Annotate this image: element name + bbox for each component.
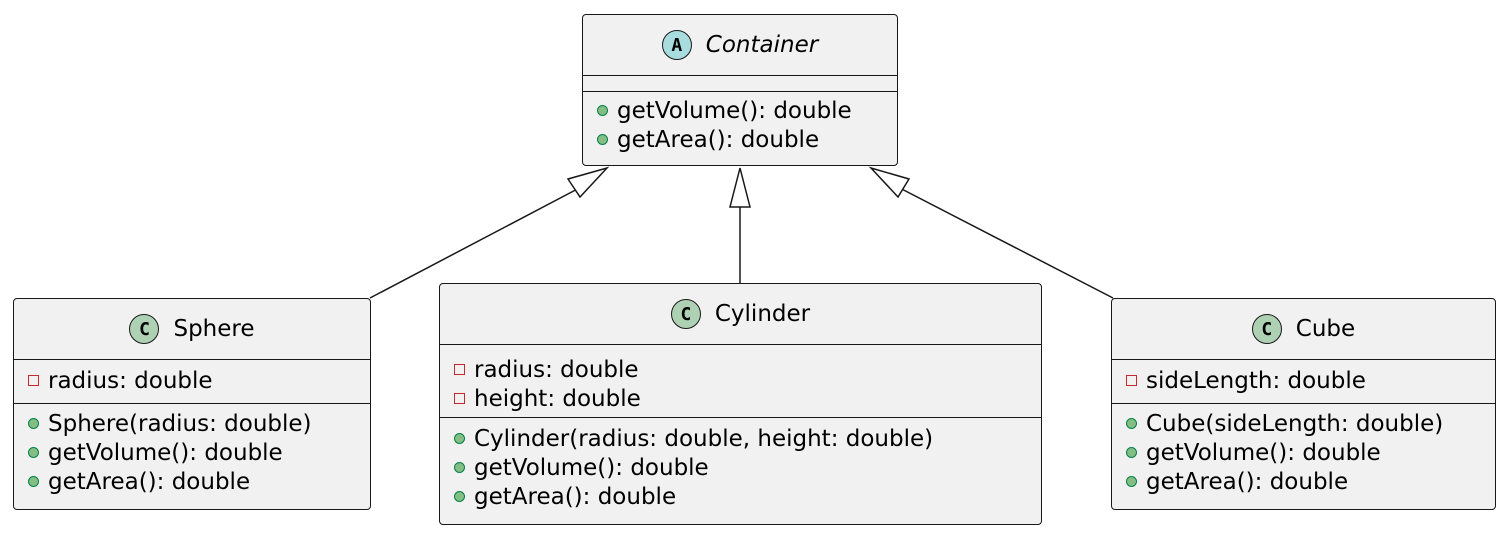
method-text: Cylinder(radius: double, height: double) bbox=[474, 425, 934, 452]
class-badge: C bbox=[670, 299, 701, 329]
arrowhead-sphere bbox=[566, 166, 610, 199]
method-text: Cube(sideLength: double) bbox=[1146, 410, 1444, 437]
edge-sphere-container bbox=[369, 184, 586, 299]
arrowhead-cylinder bbox=[729, 167, 751, 208]
method-text: getArea(): double bbox=[474, 483, 677, 510]
class-name: Cube bbox=[1295, 315, 1356, 342]
class-header: C Cylinder bbox=[440, 284, 1041, 345]
class-badge: C bbox=[129, 314, 160, 344]
method-row: Cube(sideLength: double) bbox=[1126, 409, 1495, 438]
public-method-icon bbox=[1126, 418, 1137, 429]
methods-compartment: getVolume(): double getArea(): double bbox=[583, 92, 897, 154]
field-text: height: double bbox=[474, 385, 641, 412]
public-method-icon bbox=[454, 462, 465, 473]
edge-cube-container bbox=[891, 183, 1114, 299]
method-text: getVolume(): double bbox=[617, 97, 852, 124]
class-cylinder[interactable]: C Cylinder radius: double height: double… bbox=[439, 283, 1042, 525]
method-row: getVolume(): double bbox=[28, 438, 370, 467]
method-row: getVolume(): double bbox=[1126, 438, 1495, 467]
field-row: height: double bbox=[454, 384, 1041, 413]
private-field-icon bbox=[454, 393, 465, 404]
class-cube[interactable]: C Cube sideLength: double Cube(sideLengt… bbox=[1111, 298, 1496, 510]
method-row: getVolume(): double bbox=[597, 96, 897, 125]
method-text: getArea(): double bbox=[48, 468, 251, 495]
fields-compartment: sideLength: double bbox=[1112, 360, 1495, 404]
method-text: getVolume(): double bbox=[1146, 439, 1381, 466]
method-row: getArea(): double bbox=[454, 482, 1041, 511]
field-text: radius: double bbox=[474, 356, 639, 383]
public-method-icon bbox=[1126, 476, 1137, 487]
public-method-icon bbox=[1126, 447, 1137, 458]
method-text: getVolume(): double bbox=[48, 439, 283, 466]
method-text: getVolume(): double bbox=[474, 454, 709, 481]
class-name: Container bbox=[705, 31, 819, 58]
method-row: Cylinder(radius: double, height: double) bbox=[454, 424, 1041, 453]
public-method-icon bbox=[28, 447, 39, 458]
arrowhead-cube bbox=[868, 166, 911, 199]
methods-compartment: Cylinder(radius: double, height: double)… bbox=[440, 418, 1041, 511]
class-name: Sphere bbox=[173, 315, 255, 342]
method-row: Sphere(radius: double) bbox=[28, 409, 370, 438]
private-field-icon bbox=[1126, 375, 1137, 386]
fields-compartment bbox=[583, 76, 897, 92]
class-header: C Cube bbox=[1112, 299, 1495, 360]
public-method-icon bbox=[597, 105, 608, 116]
method-text: Sphere(radius: double) bbox=[48, 410, 312, 437]
fields-compartment: radius: double bbox=[14, 360, 370, 404]
field-row: sideLength: double bbox=[1126, 366, 1495, 395]
methods-compartment: Cube(sideLength: double) getVolume(): do… bbox=[1112, 404, 1495, 496]
class-badge: C bbox=[1251, 314, 1282, 344]
public-method-icon bbox=[28, 418, 39, 429]
fields-compartment: radius: double height: double bbox=[440, 345, 1041, 418]
public-method-icon bbox=[454, 433, 465, 444]
method-row: getVolume(): double bbox=[454, 453, 1041, 482]
public-method-icon bbox=[454, 491, 465, 502]
method-row: getArea(): double bbox=[1126, 467, 1495, 496]
method-row: getArea(): double bbox=[28, 467, 370, 496]
private-field-icon bbox=[454, 364, 465, 375]
class-header: C Sphere bbox=[14, 299, 370, 360]
public-method-icon bbox=[597, 134, 608, 145]
public-method-icon bbox=[28, 476, 39, 487]
field-text: sideLength: double bbox=[1146, 367, 1366, 394]
field-row: radius: double bbox=[454, 355, 1041, 384]
class-header: A Container bbox=[583, 15, 897, 76]
class-container[interactable]: A Container getVolume(): double getArea(… bbox=[582, 14, 898, 166]
class-name: Cylinder bbox=[714, 300, 811, 327]
class-sphere[interactable]: C Sphere radius: double Sphere(radius: d… bbox=[13, 298, 371, 510]
method-text: getArea(): double bbox=[1146, 468, 1349, 495]
field-row: radius: double bbox=[28, 366, 370, 395]
method-row: getArea(): double bbox=[597, 125, 897, 154]
abstract-class-badge: A bbox=[661, 30, 692, 60]
methods-compartment: Sphere(radius: double) getVolume(): doub… bbox=[14, 404, 370, 496]
field-text: radius: double bbox=[48, 367, 213, 394]
method-text: getArea(): double bbox=[617, 126, 820, 153]
private-field-icon bbox=[28, 375, 39, 386]
